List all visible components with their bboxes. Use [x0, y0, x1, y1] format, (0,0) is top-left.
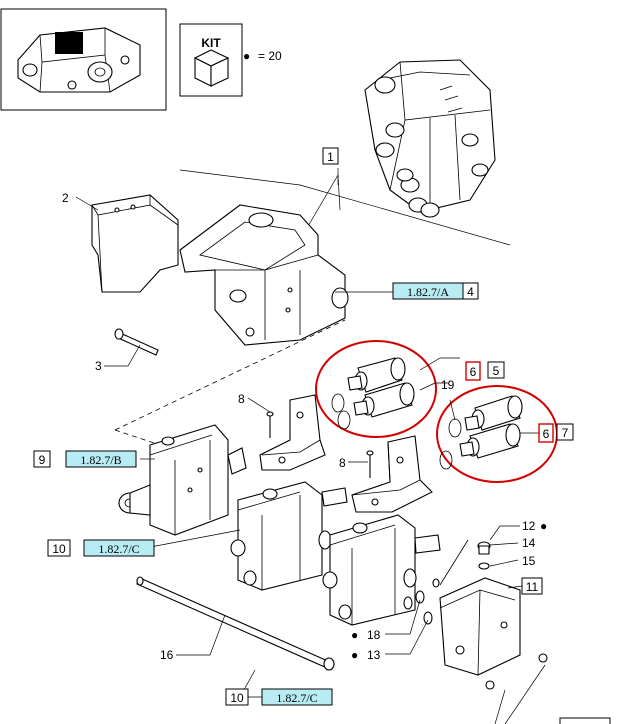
svg-text:11: 11 [526, 580, 539, 594]
callout-8-right[interactable]: 8 [339, 456, 346, 470]
end-cover-part-11[interactable] [439, 577, 548, 690]
kit-bullet: ● [243, 49, 250, 63]
svg-text:1.82.7/A: 1.82.7/A [407, 285, 449, 299]
svg-text:10: 10 [230, 691, 244, 705]
reference-1-82-7-b[interactable]: 1.82.7/B [65, 450, 137, 468]
valve-assembly-part-1[interactable] [364, 59, 496, 218]
svg-text:1.82.7/B: 1.82.7/B [80, 453, 121, 467]
callout-6-left[interactable]: 6 [465, 361, 481, 381]
kit-marker-18: ● [351, 628, 358, 642]
callout-18[interactable]: ● 18 [351, 628, 381, 642]
bolt-part-3[interactable] [114, 328, 159, 356]
callout-5[interactable]: 5 [487, 361, 505, 379]
reference-1-82-7-c-upper[interactable]: 1.82.7/C [83, 539, 155, 557]
kit-marker-13: ● [351, 648, 358, 662]
reference-1-82-7-a[interactable]: 1.82.7/A [392, 282, 464, 300]
kit-cube-icon [193, 49, 230, 87]
thumbnail-inset[interactable] [0, 8, 167, 111]
callout-3[interactable]: 3 [95, 359, 102, 373]
callout-19[interactable]: 19 [441, 378, 455, 392]
plug-part-14[interactable] [477, 541, 491, 555]
callout-14[interactable]: 14 [522, 536, 536, 550]
svg-text:6: 6 [543, 427, 550, 441]
reference-1-82-7-c-lower[interactable]: 1.82.7/C [261, 688, 333, 706]
callout-9[interactable]: 9 [33, 450, 51, 468]
callout-16[interactable]: 16 [160, 648, 174, 662]
svg-text:1: 1 [327, 150, 334, 164]
callout-15[interactable]: 15 [522, 554, 536, 568]
svg-text:10: 10 [52, 542, 66, 556]
coupler-pair-part-6-left[interactable] [331, 357, 415, 430]
callout-8-left[interactable]: 8 [238, 392, 245, 406]
seal-part-15[interactable] [478, 562, 490, 570]
svg-text:1.82.7/C: 1.82.7/C [98, 542, 139, 556]
highlight-ellipse-left [315, 340, 437, 438]
callout-4[interactable]: 4 [462, 282, 479, 300]
svg-text:7: 7 [562, 426, 569, 440]
svg-text:4: 4 [467, 285, 474, 299]
svg-text:9: 9 [39, 453, 46, 467]
valve-body-part-4[interactable] [179, 204, 349, 346]
svg-text:12: 12 [522, 519, 536, 533]
kit-quantity: = 20 [258, 49, 282, 63]
bracket-part-8-right[interactable] [351, 435, 433, 513]
screw-part-8-left[interactable] [266, 411, 274, 438]
callout-6-right[interactable]: 6 [538, 423, 554, 443]
svg-text:13: 13 [367, 648, 381, 662]
valve-section-part-9[interactable] [118, 424, 247, 536]
bracket-part-8-left[interactable] [259, 394, 326, 471]
coupler-pair-part-6-right[interactable] [439, 395, 523, 470]
callout-1[interactable]: 1 [322, 147, 339, 165]
screw-part-8-right[interactable] [366, 450, 374, 478]
callout-12[interactable]: 12 ● [522, 519, 547, 533]
seal-rings-part-18-13[interactable] [403, 578, 440, 625]
callout-7[interactable]: 7 [556, 423, 574, 441]
svg-text:6: 6 [470, 365, 477, 379]
valve-section-part-10-b[interactable] [322, 514, 441, 626]
kit-legend: KIT ● = 20 [179, 23, 282, 97]
plate-part-2[interactable] [91, 194, 179, 293]
svg-text:5: 5 [493, 364, 500, 378]
callout-10-upper[interactable]: 10 [47, 539, 71, 557]
callout-11[interactable]: 11 [521, 577, 543, 595]
tie-rod-part-16[interactable] [136, 576, 335, 671]
callout-10-lower[interactable]: 10 [225, 688, 249, 706]
washer-part-12[interactable] [439, 539, 469, 586]
valve-section-part-10-a[interactable] [230, 481, 348, 591]
kit-marker-12: ● [540, 519, 547, 533]
svg-text:18: 18 [367, 628, 381, 642]
svg-text:1.82.7/C: 1.82.7/C [276, 691, 317, 705]
callout-2[interactable]: 2 [62, 191, 69, 205]
kit-label: KIT [201, 36, 221, 50]
callout-13[interactable]: ● 13 [351, 648, 381, 662]
page-corner-box [559, 717, 611, 724]
